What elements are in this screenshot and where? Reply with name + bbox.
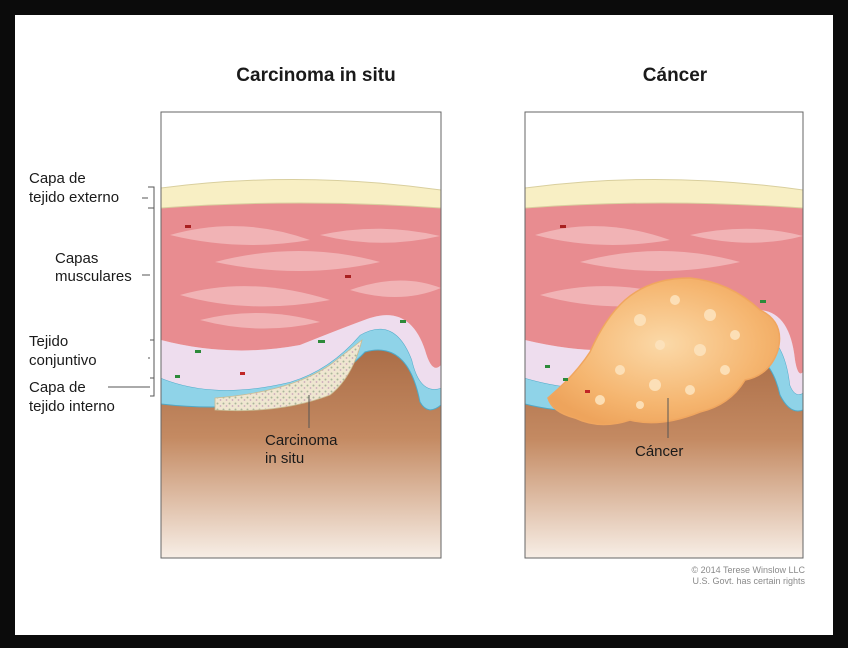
left-panel-art: [161, 112, 441, 558]
copyright-line1: © 2014 Terese Winslow LLC: [635, 565, 805, 576]
left-panel-title: Carcinoma in situ: [200, 65, 432, 87]
right-panel-title: Cáncer: [575, 65, 775, 87]
muscle-layers-label-line1: Capas: [55, 250, 98, 267]
muscle-layers-label-line2: musculares: [55, 268, 132, 285]
outer-layer-label-line2: tejido externo: [29, 189, 119, 206]
inner-layer-bracket: [150, 378, 154, 396]
cancer-callout: Cáncer: [635, 443, 683, 460]
connective-tissue-label-line2: conjuntivo: [29, 352, 97, 369]
connective-bracket: [150, 340, 154, 378]
outer-layer-bracket: [148, 187, 154, 208]
connective-tissue-label-line1: Tejido: [29, 333, 68, 350]
copyright-line2: U.S. Govt. has certain rights: [635, 576, 805, 587]
inner-layer-label-line1: Capa de: [29, 379, 86, 396]
carcinoma-in-situ-callout-line1: Carcinoma: [265, 432, 338, 449]
illustration-card: Carcinoma in situ Cáncer Capa de tejido …: [15, 15, 833, 635]
tissue-diagram: [15, 15, 833, 635]
outer-layer-label-line1: Capa de: [29, 170, 86, 187]
muscle-bracket: [150, 208, 154, 340]
inner-layer-label-line2: tejido interno: [29, 398, 115, 415]
carcinoma-in-situ-callout-line2: in situ: [265, 450, 304, 467]
right-panel-art: [525, 112, 803, 558]
